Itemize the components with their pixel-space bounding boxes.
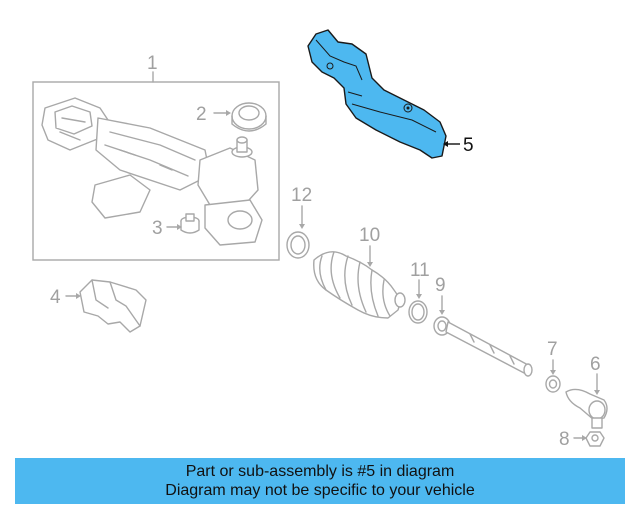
part-11-clamp <box>408 300 428 324</box>
steering-gear-assembly-group: 1 2 <box>32 53 280 261</box>
callout-4: 4 <box>50 287 61 308</box>
part-12-clamp <box>286 231 310 259</box>
callout-9: 9 <box>435 275 446 296</box>
callout-2: 2 <box>196 104 207 125</box>
callout-8: 8 <box>559 429 570 450</box>
part-3-cap <box>180 213 200 234</box>
part-10-boot <box>313 251 406 319</box>
info-banner: Part or sub-assembly is #5 in diagram Di… <box>15 458 625 504</box>
callout-1: 1 <box>147 53 158 74</box>
callout-10: 10 <box>359 225 380 246</box>
part-9-tie-rod <box>433 316 533 377</box>
part-5-heat-shield <box>307 29 447 159</box>
banner-line-2: Diagram may not be specific to your vehi… <box>165 482 475 499</box>
part-4-bracket <box>79 279 147 333</box>
callout-12: 12 <box>291 185 312 206</box>
callout-3: 3 <box>152 218 163 239</box>
callout-7: 7 <box>547 339 558 360</box>
callout-6: 6 <box>590 354 601 375</box>
steering-rack-drawing <box>41 97 263 246</box>
part-7-nut <box>545 375 561 393</box>
heat-shield-highlight <box>307 29 447 159</box>
part-6-tie-rod-end <box>565 388 608 429</box>
callout-5: 5 <box>463 135 474 156</box>
banner-line-1: Part or sub-assembly is #5 in diagram <box>185 463 455 480</box>
callout-11: 11 <box>410 260 430 281</box>
part-8-nut <box>585 431 605 447</box>
part-2-seal <box>231 102 267 132</box>
